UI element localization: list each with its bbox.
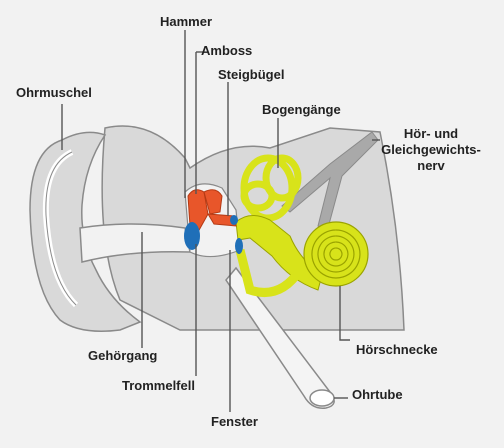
anvil-bone [203, 189, 223, 215]
ossicles [187, 189, 237, 233]
stirrup-bone [207, 213, 237, 227]
pinna-rim-outline [45, 151, 77, 306]
eardrum [184, 222, 200, 250]
label-gehoergang: Gehörgang [88, 348, 158, 363]
eustachian-tube-opening [309, 389, 335, 407]
label-amboss: Amboss [201, 43, 253, 58]
label-hammer: Hammer [160, 14, 213, 29]
oval-window [235, 238, 243, 254]
hammer-bone [187, 189, 209, 233]
leader-lines [61, 30, 380, 412]
label-steigbuegel: Steigbügel [218, 67, 285, 82]
round-window [230, 215, 238, 225]
label-hoerschnecke: Hörschnecke [356, 342, 438, 357]
label-ohrtube: Ohrtube [352, 387, 403, 402]
cochlea [235, 221, 369, 297]
leader-hoerschnecke [339, 286, 350, 341]
nerve [281, 131, 379, 229]
label-bogengaenge: Bogengänge [262, 102, 341, 117]
label-fenster: Fenster [211, 414, 258, 429]
semicircular-canals [240, 154, 302, 222]
label-trommelfell: Trommelfell [122, 378, 195, 393]
label-nerv: Hör- und Gleichgewichts-nerv [381, 126, 481, 173]
label-ohrmuschel: Ohrmuschel [16, 85, 92, 100]
